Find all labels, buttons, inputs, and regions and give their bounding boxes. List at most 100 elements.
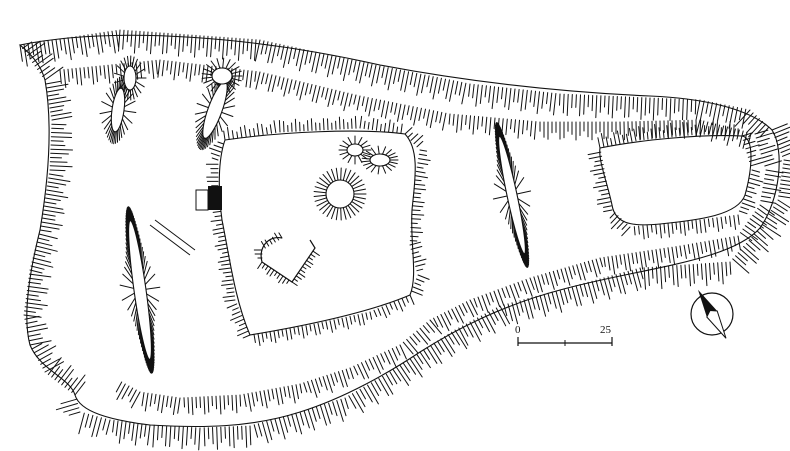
hachure-line: [347, 204, 356, 216]
hachure-line: [368, 63, 373, 78]
hachure-line: [415, 170, 426, 174]
hachure-line: [127, 89, 130, 101]
hachure-line: [778, 191, 790, 195]
hachure-line: [671, 246, 676, 266]
hachure-line: [99, 65, 102, 76]
hachure-line: [242, 38, 245, 55]
hachure-line: [364, 97, 369, 112]
hachure-line: [347, 137, 353, 145]
hachure-line: [130, 30, 133, 47]
hachure-line: [357, 155, 363, 163]
hachure-line: [325, 321, 329, 330]
hachure-line: [412, 200, 425, 204]
hachure-line: [756, 137, 770, 143]
hachure-line: [691, 220, 694, 229]
hachure-line: [709, 262, 712, 280]
hachure-line: [529, 277, 535, 290]
hachure-line: [401, 297, 406, 307]
hachure-line: [29, 340, 52, 346]
hachure-line: [655, 249, 660, 268]
hachure-line: [177, 33, 181, 57]
hachure-line: [770, 210, 789, 223]
hachure-line: [352, 198, 365, 205]
hachure-line: [710, 123, 717, 142]
hachure-line: [122, 273, 134, 285]
hachure-line: [242, 334, 251, 339]
hachure-line: [111, 130, 115, 144]
hachure-line: [647, 250, 650, 261]
hachure-line: [527, 298, 534, 319]
hachure-line: [541, 91, 545, 109]
hachure-line: [266, 420, 273, 441]
hachure-line: [359, 62, 365, 84]
hachure-line: [740, 206, 750, 211]
hachure-line: [353, 196, 366, 200]
hachure-line: [643, 250, 647, 268]
hachure-line: [306, 259, 314, 265]
hachure-line: [396, 126, 399, 134]
hachure-line: [363, 120, 366, 129]
hachure-line: [229, 66, 240, 72]
hachure-line: [774, 131, 790, 138]
hachure-line: [407, 132, 413, 138]
hachure-line: [173, 61, 177, 81]
hachure-line: [359, 388, 366, 400]
hachure-line: [749, 177, 764, 183]
hachure-line: [675, 221, 678, 230]
hachure-line: [762, 187, 782, 191]
hachure-line: [229, 80, 240, 86]
hachure-line: [218, 267, 232, 270]
hachure-line: [39, 41, 44, 64]
hachure-line: [330, 373, 335, 386]
hachure-line: [376, 65, 381, 84]
hachure-line: [310, 118, 313, 131]
hachure-line: [447, 310, 453, 320]
hachure-line: [149, 393, 153, 407]
hachure-line: [513, 283, 520, 298]
hachure-line: [628, 127, 633, 143]
hachure-line: [587, 260, 592, 273]
hachure-line: [111, 64, 114, 79]
hachure-line: [296, 81, 301, 96]
hachure-line: [121, 292, 135, 301]
hachure-line: [241, 425, 243, 440]
hachure-line: [46, 88, 65, 93]
hachure-line: [49, 165, 73, 168]
hachure-line: [553, 93, 557, 116]
hachure-line: [406, 105, 410, 116]
hachure-line: [122, 114, 133, 124]
hachure-line: [231, 70, 242, 75]
hachure-line: [411, 209, 421, 211]
hachure-line: [260, 72, 265, 85]
hachure-line: [525, 279, 533, 297]
hachure-line: [195, 396, 197, 409]
hachure-line: [28, 277, 43, 281]
hachure-line: [123, 100, 136, 108]
hachure-line: [299, 82, 305, 101]
hachure-line: [128, 206, 132, 222]
hachure-line: [206, 35, 209, 57]
hachure-line: [276, 273, 281, 279]
hachure-line: [326, 205, 334, 217]
hachure-line: [210, 60, 218, 70]
hachure-line: [422, 325, 430, 334]
hachure-line: [513, 119, 516, 133]
hachure-line: [254, 71, 257, 82]
hachure-line: [206, 80, 216, 88]
hachure-line: [63, 69, 67, 88]
hachure-line: [628, 96, 630, 118]
hachure-line: [230, 315, 243, 321]
hachure-line: [667, 222, 670, 238]
hachure-line: [293, 327, 296, 335]
hachure-line: [61, 369, 74, 386]
hachure-line: [418, 107, 422, 121]
hachure-line: [336, 400, 344, 422]
hachure-line: [318, 377, 323, 387]
hachure-line: [321, 86, 325, 98]
hachure-line: [295, 48, 301, 67]
hachure-line: [345, 206, 352, 219]
hachure-line: [304, 49, 309, 65]
hachure-line: [287, 46, 293, 65]
hachure-line: [748, 239, 761, 251]
hachure-line: [389, 371, 398, 385]
